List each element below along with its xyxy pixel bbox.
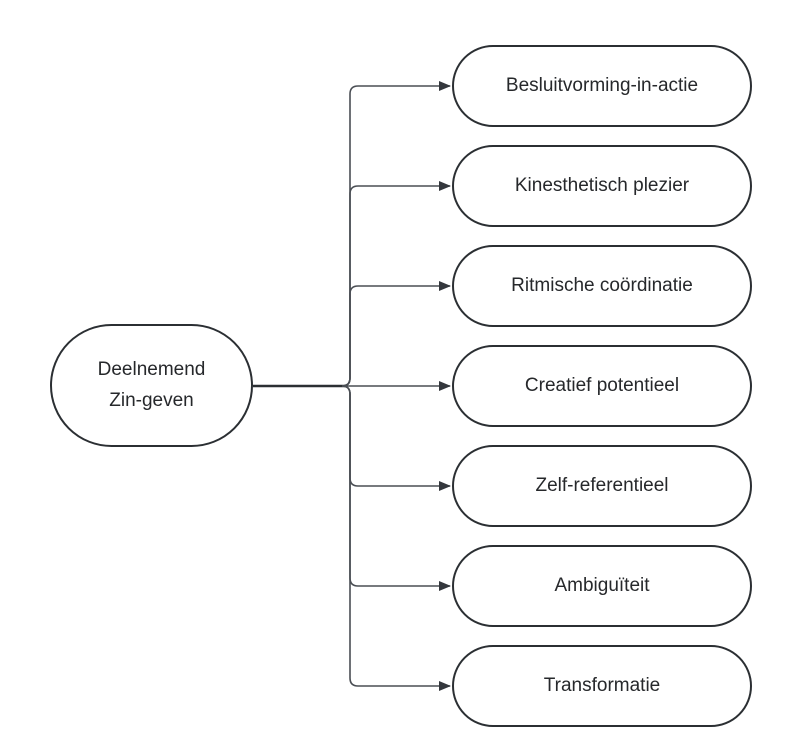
edge-root-to-child-4 — [341, 385, 451, 491]
child-node-kinesthetisch-plezier: Kinesthetisch plezier — [452, 145, 752, 227]
edge-root-to-child-0 — [341, 81, 451, 387]
child-node-besluitvorming-in-actie: Besluitvorming-in-actie — [452, 45, 752, 127]
edge-root-to-child-2 — [341, 281, 451, 387]
root-node: Deelnemend Zin-geven — [50, 324, 253, 447]
child-node-transformatie: Transformatie — [452, 645, 752, 727]
child-node-zelf-referentieel: Zelf-referentieel — [452, 445, 752, 527]
child-node-ambiguiteit: Ambiguïteit — [452, 545, 752, 627]
child-node-creatief-potentieel: Creatief potentieel — [452, 345, 752, 427]
edge-root-to-child-6 — [341, 385, 451, 691]
child-node-ritmische-coordinatie: Ritmische coördinatie — [452, 245, 752, 327]
